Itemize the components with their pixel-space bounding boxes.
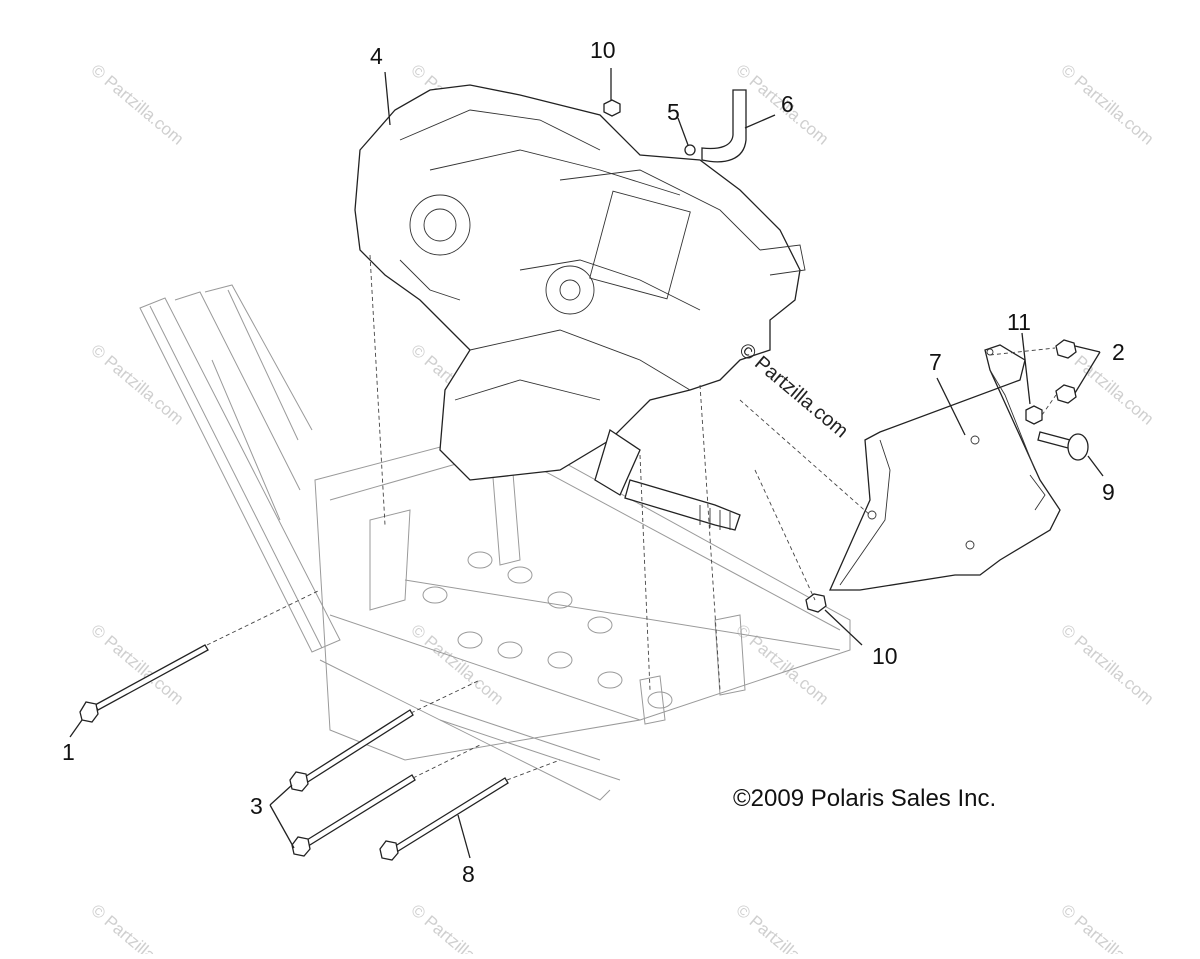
watermark: © Partzilla.com [87, 341, 187, 429]
alignment-lines [206, 254, 1057, 781]
callout-1: 1 [62, 739, 75, 765]
watermark: © Partzilla.com [732, 621, 832, 709]
callout-7: 7 [929, 349, 942, 375]
callout-6: 6 [781, 91, 794, 117]
hose-clamp [684, 144, 696, 156]
bolt-8 [379, 777, 509, 861]
callout-5: 5 [667, 99, 680, 125]
nut-10-top [603, 99, 621, 117]
callout-10-top: 10 [590, 37, 616, 63]
spacer-11 [1025, 405, 1043, 425]
mount-bracket [828, 344, 1061, 591]
frame-assembly [139, 284, 851, 801]
nut-10-lower [805, 593, 827, 613]
callout-4: 4 [370, 43, 383, 69]
watermark: © Partzilla.com [87, 901, 187, 954]
leader-lines [69, 68, 1104, 859]
transmission-assembly [354, 84, 806, 531]
bolt-3-lower [291, 774, 416, 857]
callout-3: 3 [250, 793, 263, 819]
nut-2-lower [1055, 384, 1077, 404]
callout-9: 9 [1102, 479, 1115, 505]
nut-2-upper [1055, 339, 1077, 359]
bolt-3-upper [289, 709, 414, 792]
callout-labels: 4 10 5 6 11 2 7 9 10 1 3 8 [62, 37, 1125, 887]
watermark: © Partzilla.com [87, 61, 187, 149]
watermark: © Partzilla.com [1057, 621, 1157, 709]
callout-11: 11 [1007, 309, 1031, 335]
watermark: © Partzilla.com [1057, 61, 1157, 149]
callout-2: 2 [1112, 339, 1125, 365]
vent-hose [701, 89, 747, 163]
watermark: © Partzilla.com [1057, 901, 1157, 954]
copyright-notice: ©2009 Polaris Sales Inc. [733, 785, 996, 812]
watermark: © Partzilla.com [407, 621, 507, 709]
callout-8: 8 [462, 861, 475, 887]
watermark: © Partzilla.com [407, 901, 507, 954]
bolt-9 [1037, 431, 1089, 461]
watermark: © Partzilla.com [732, 901, 832, 954]
watermark-inline: © Partzilla.com [735, 339, 852, 442]
callout-10-lower: 10 [872, 643, 898, 669]
